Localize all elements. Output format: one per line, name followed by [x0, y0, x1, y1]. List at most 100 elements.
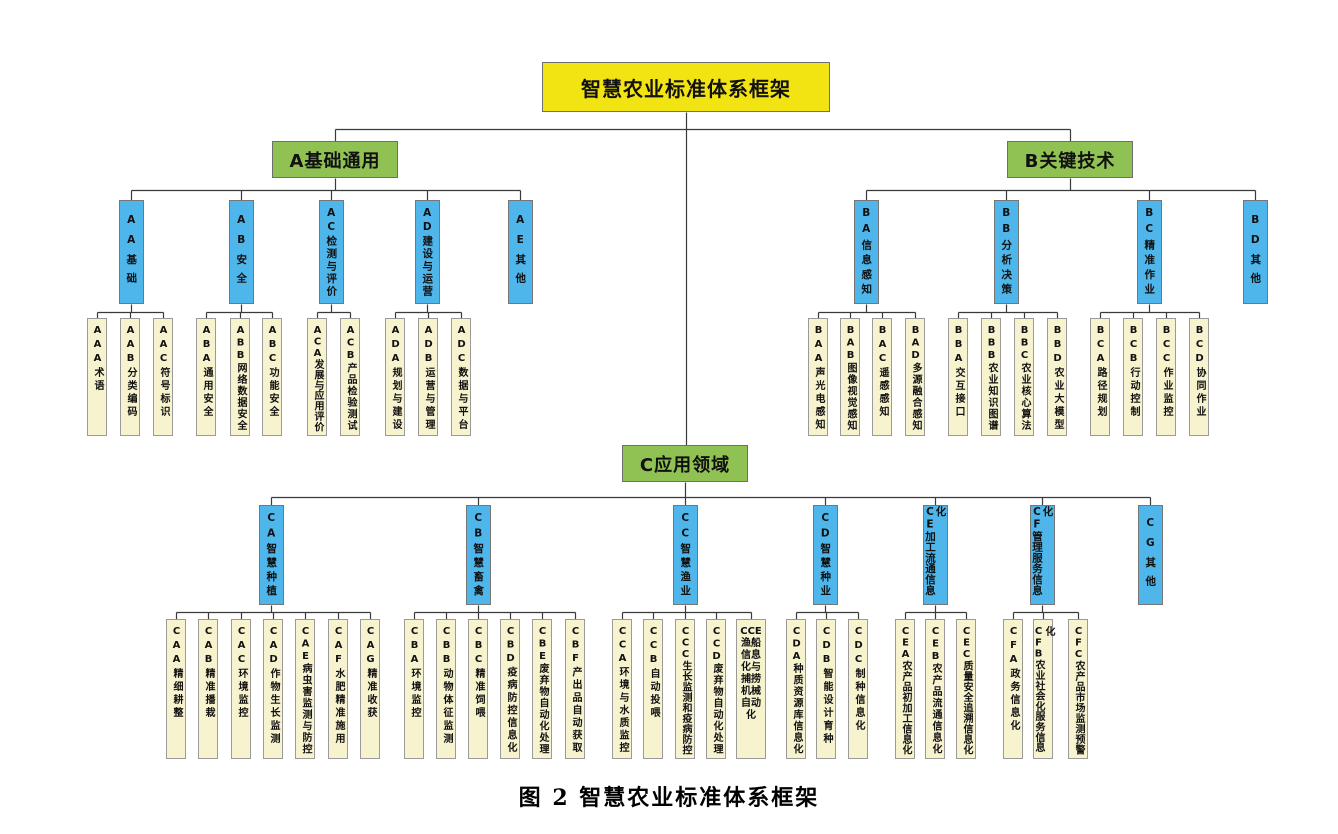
branch-node-1-label: B关键技术 [1024, 150, 1116, 172]
category-node-2-4-label: CE加工流通信息化 [924, 506, 947, 596]
category-node-2-6-label: CG其他 [1144, 516, 1157, 594]
figure-caption-text: 图 2 智慧农业标准体系框架 [518, 785, 820, 811]
leaf-node-2-4-1-label: CEB农产品流通信息化 [930, 626, 941, 755]
leaf-node-0-0-0-label: AAA术语 [92, 325, 103, 393]
leaf-node-1-1-1: BBB农业知识图谱 [981, 318, 1001, 436]
category-node-2-5: CF管理服务信息化 [1029, 505, 1055, 605]
category-node-2-5-label: CF管理服务信息化 [1031, 506, 1054, 596]
category-node-0-4: AE其他 [507, 200, 533, 304]
leaf-node-0-3-1: ADB运营与管理 [418, 318, 438, 436]
branch-node-0: A基础通用 [272, 141, 398, 178]
leaf-node-1-0-2-label: BAC遥感感知 [877, 325, 888, 419]
leaf-node-0-3-2-label: ADC数据与平台 [456, 325, 467, 432]
leaf-node-2-0-5: CAF水肥精准施用 [328, 619, 348, 759]
leaf-node-0-3-0: ADA规划与建设 [385, 318, 405, 436]
leaf-node-0-0-2-label: AAC符号标识 [158, 325, 169, 419]
leaf-node-2-3-2: CDC制种信息化 [848, 619, 868, 759]
leaf-node-0-1-0: ABA通用安全 [196, 318, 216, 436]
leaf-node-2-3-1: CDB智能设计育种 [816, 619, 836, 759]
category-node-1-1: BB分析决策 [993, 200, 1019, 304]
branch-node-2: C应用领域 [622, 445, 748, 482]
category-node-1-3: BD其他 [1242, 200, 1268, 304]
leaf-node-2-5-2: CFC农产品市场监测预警 [1068, 619, 1088, 759]
leaf-node-2-0-0: CAA精细耕整 [166, 619, 186, 759]
category-node-0-4-label: AE其他 [514, 213, 527, 291]
leaf-node-2-0-4: CAE病虫害监测与防控 [295, 619, 315, 759]
leaf-node-2-0-6-label: CAG精准收获 [365, 626, 376, 720]
leaf-node-2-1-2: CBC精准饲喂 [468, 619, 488, 759]
leaf-node-2-5-1-label: CFB农业社会化服务信息化 [1033, 626, 1054, 753]
leaf-node-0-2-1-label: ACB产品检验测试 [345, 325, 356, 432]
leaf-node-2-3-1-label: CDB智能设计育种 [821, 626, 832, 746]
leaf-node-2-3-2-label: CDC制种信息化 [853, 626, 864, 733]
leaf-node-2-3-0-label: CDA种质资源库信息化 [791, 626, 802, 755]
leaf-node-1-2-2-label: BCC作业监控 [1161, 325, 1172, 419]
leaf-node-0-0-0: AAA术语 [87, 318, 107, 436]
leaf-node-2-1-2-label: CBC精准饲喂 [473, 626, 484, 720]
leaf-node-2-2-0-label: CCA环境与水质监控 [617, 626, 628, 755]
leaf-node-1-1-2: BBC农业核心算法 [1014, 318, 1034, 436]
leaf-node-2-1-1: CBB动物体征监测 [436, 619, 456, 759]
leaf-node-1-0-2: BAC遥感感知 [872, 318, 892, 436]
branch-node-1: B关键技术 [1007, 141, 1133, 178]
leaf-node-2-1-4-label: CBE废弃物自动化处理 [537, 626, 548, 755]
leaf-node-1-1-1-label: BBB农业知识图谱 [986, 325, 997, 432]
leaf-node-2-1-3: CBD疫病防控信息化 [500, 619, 520, 759]
leaf-node-2-0-3-label: CAD作物生长监测 [268, 626, 279, 746]
leaf-node-0-0-1-label: AAB分类编码 [125, 325, 136, 419]
category-node-2-0: CA智慧种植 [258, 505, 284, 605]
branch-node-0-label: A基础通用 [289, 150, 381, 172]
leaf-node-2-1-5-label: CBF产出品自动获取 [570, 626, 581, 755]
leaf-node-0-3-0-label: ADA规划与建设 [390, 325, 401, 432]
leaf-node-2-0-6: CAG精准收获 [360, 619, 380, 759]
category-node-1-2: BC精准作业 [1136, 200, 1162, 304]
leaf-node-2-0-5-label: CAF水肥精准施用 [333, 626, 344, 746]
leaf-node-2-5-1: CFB农业社会化服务信息化 [1033, 619, 1054, 759]
leaf-node-2-2-2-label: CCC生长监测和疫病防控 [680, 626, 691, 755]
category-node-2-2-label: CC智慧渔业 [679, 511, 692, 599]
category-node-0-0-label: AA基础 [125, 213, 138, 291]
leaf-node-1-2-2: BCC作业监控 [1156, 318, 1176, 436]
category-node-2-0-label: CA智慧种植 [265, 511, 278, 599]
category-node-0-1: AB安全 [228, 200, 254, 304]
category-node-0-2: AC检测与评价 [318, 200, 344, 304]
leaf-node-0-2-0-label: ACA发展与应用评价 [312, 325, 323, 432]
leaf-node-2-1-5: CBF产出品自动获取 [565, 619, 585, 759]
category-node-2-1: CB智慧畜禽 [465, 505, 491, 605]
leaf-node-2-0-0-label: CAA精细耕整 [171, 626, 182, 720]
leaf-node-2-0-4-label: CAE病虫害监测与防控 [300, 626, 311, 755]
leaf-node-2-1-0: CBA环境监控 [404, 619, 424, 759]
leaf-node-1-2-3: BCD协同作业 [1189, 318, 1209, 436]
leaf-node-1-1-2-label: BBC农业核心算法 [1019, 325, 1030, 432]
leaf-node-1-1-3-label: BBD农业大模型 [1052, 325, 1063, 432]
leaf-node-2-0-1-label: CAB精准播栽 [203, 626, 214, 720]
leaf-node-2-5-2-label: CFC农产品市场监测预警 [1073, 626, 1084, 755]
category-node-2-4: CE加工流通信息化 [922, 505, 948, 605]
category-node-2-2: CC智慧渔业 [672, 505, 698, 605]
leaf-node-0-1-1-label: ABB网络数据安全 [235, 325, 246, 432]
leaf-node-0-1-2: ABC功能安全 [262, 318, 282, 436]
leaf-node-1-1-0-label: BBA交互接口 [953, 325, 964, 419]
leaf-node-2-4-1: CEB农产品流通信息化 [925, 619, 945, 759]
leaf-node-2-5-0: CFA政务信息化 [1003, 619, 1023, 759]
leaf-node-2-1-0-label: CBA环境监控 [409, 626, 420, 720]
leaf-node-1-2-1-label: BCB行动控制 [1128, 325, 1139, 419]
leaf-node-2-2-0: CCA环境与水质监控 [612, 619, 632, 759]
leaf-node-2-0-2: CAC环境监控 [231, 619, 251, 759]
leaf-node-1-1-3: BBD农业大模型 [1047, 318, 1067, 436]
leaf-node-2-2-1: CCB自动投喂 [643, 619, 663, 759]
leaf-node-2-4-2-label: CEC质量安全追溯信息化 [961, 626, 972, 755]
leaf-node-0-1-1: ABB网络数据安全 [230, 318, 250, 436]
root-node: 智慧农业标准体系框架 [542, 62, 830, 112]
leaf-node-0-3-2: ADC数据与平台 [451, 318, 471, 436]
leaf-node-1-0-0: BAA声光电感知 [808, 318, 828, 436]
category-node-0-3: AD建设与运营 [414, 200, 440, 304]
category-node-0-1-label: AB安全 [235, 213, 248, 291]
category-node-1-0: BA信息感知 [853, 200, 879, 304]
category-node-2-3: CD智慧种业 [812, 505, 838, 605]
leaf-node-2-1-1-label: CBB动物体征监测 [441, 626, 452, 746]
leaf-node-2-1-3-label: CBD疫病防控信息化 [505, 626, 516, 755]
leaf-node-1-0-3-label: BAD多源融合感知 [910, 325, 921, 432]
